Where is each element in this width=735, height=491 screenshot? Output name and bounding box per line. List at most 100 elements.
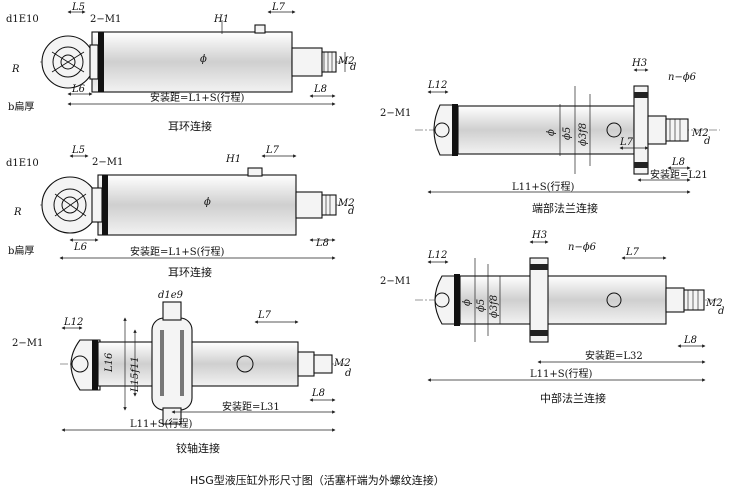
label-install: 安装距=L32	[585, 349, 643, 362]
cylinder-barrel	[459, 275, 667, 325]
rod-thread	[665, 118, 689, 142]
rod-gland	[297, 351, 315, 377]
label-l7: L7	[271, 2, 286, 13]
middle-flange	[529, 257, 549, 343]
label-h3: H3	[531, 230, 547, 241]
label-2m1: 2−M1	[380, 276, 411, 287]
view-ear-ring-1: d1E10 L5 2−M1 H1 L7 R L6 b扁厚 ϕ M2 d L8 安…	[6, 2, 356, 133]
label-2m1: 2−M1	[12, 338, 43, 349]
label-phi5: ϕ5	[562, 127, 573, 140]
label-phi: ϕ	[546, 129, 557, 136]
label-l7: L7	[257, 310, 272, 321]
port-circle	[71, 355, 89, 373]
label-2m1: 2−M1	[92, 157, 123, 168]
label-l16: L16	[104, 352, 115, 373]
ear-pin	[60, 54, 76, 70]
label-install: 安装距=L1+S(行程)	[150, 91, 245, 104]
label-phi5: ϕ5	[476, 299, 487, 312]
ear-bore	[52, 46, 84, 78]
label-2m1: 2−M1	[90, 14, 121, 25]
label-b-thick: b扁厚	[8, 244, 34, 257]
label-l8: L8	[683, 335, 697, 346]
end-band	[102, 175, 108, 235]
port-circle	[606, 292, 622, 308]
rod-thread	[321, 51, 337, 73]
label-l7: L7	[265, 145, 280, 156]
label-l5: L5	[71, 2, 85, 13]
label-m2: M2	[337, 198, 355, 209]
trunnion-pin-top	[162, 301, 182, 321]
label-l8: L8	[671, 157, 685, 168]
label-2m1: 2−M1	[380, 108, 411, 119]
label-m2: M2	[691, 128, 709, 139]
label-l12: L12	[63, 317, 83, 328]
label-l8: L8	[315, 238, 329, 249]
label-l7: L7	[625, 247, 640, 258]
label-h1: H1	[225, 154, 241, 165]
ear-bore	[53, 188, 87, 222]
label-l6: L6	[73, 242, 88, 253]
view-caption: 铰轴连接	[176, 441, 220, 455]
label-r: R	[13, 207, 22, 218]
label-d1e10: d1E10	[6, 158, 39, 169]
view-caption: 耳环连接	[168, 120, 212, 133]
cylinder-barrel	[91, 31, 293, 93]
port-circle	[434, 292, 450, 308]
end-band	[98, 32, 104, 92]
label-phi3f8: ϕ3f8	[578, 123, 589, 146]
label-phi3f8: ϕ3f8	[489, 295, 500, 318]
label-l8: L8	[311, 388, 325, 399]
main-title: HSG型液压缸外形尺寸图（活塞杆端为外螺纹连接）	[190, 473, 445, 487]
label-m2: M2	[333, 358, 351, 369]
label-d1e10: d1E10	[6, 14, 39, 25]
rod-thread	[683, 289, 705, 311]
cylinder-barrel	[97, 174, 297, 236]
oil-port	[247, 167, 263, 177]
label-l12: L12	[427, 250, 447, 261]
label-install: 安装距=L1+S(行程)	[130, 245, 225, 258]
label-install: 安装距=L31	[222, 400, 280, 413]
view-caption: 中部法兰连接	[540, 391, 606, 405]
label-r: R	[11, 64, 20, 75]
label-d: d	[350, 62, 356, 73]
trunnion-block	[151, 317, 193, 411]
label-d: d	[345, 368, 351, 379]
view-trunnion: d1e9 L12 2−M1 L16 L15f11 L7 M2 d L8 安装距=…	[12, 290, 351, 455]
label-total: L11+S(行程)	[530, 367, 592, 380]
label-l6: L6	[71, 84, 86, 95]
view-end-flange: L12 H3 n−ϕ6 2−M1 ϕ ϕ5 ϕ3f8 L7 M2 d L8 安装…	[380, 58, 720, 215]
label-l15f11: L15f11	[130, 356, 141, 393]
view-mid-flange: L12 H3 n−ϕ6 2−M1 ϕ ϕ5 ϕ3f8 L7 M2 d L8 安装…	[380, 230, 724, 405]
label-m2: M2	[705, 298, 723, 309]
rod-gland	[665, 287, 685, 313]
rod-gland	[647, 115, 667, 145]
port-circle	[606, 122, 622, 138]
label-m2: M2	[337, 56, 355, 67]
port-circle	[434, 122, 450, 138]
view-caption: 端部法兰连接	[532, 201, 598, 215]
oil-port	[254, 24, 266, 34]
label-n-phi6: n−ϕ6	[568, 242, 597, 253]
rod-gland	[295, 191, 323, 219]
label-h1: H1	[213, 14, 229, 25]
cap-end	[434, 275, 457, 325]
label-total: L11+S(行程)	[512, 180, 574, 193]
cap-end	[433, 104, 456, 156]
label-l12: L12	[427, 80, 447, 91]
rod-gland	[291, 47, 323, 77]
label-l5: L5	[71, 145, 85, 156]
label-total: L11+S(行程)	[130, 417, 192, 430]
cylinder-barrel	[457, 105, 635, 155]
rod-thread	[321, 194, 337, 216]
label-d: d	[348, 206, 354, 217]
label-n-phi6: n−ϕ6	[668, 72, 697, 83]
end-flange	[633, 85, 649, 175]
view-caption: 耳环连接	[168, 266, 212, 279]
label-l7: L7	[619, 137, 634, 148]
label-install: 安装距=L21	[650, 168, 708, 181]
rod-thread	[313, 354, 333, 374]
label-phi: ϕ	[200, 54, 207, 65]
ear-pin	[61, 196, 79, 214]
view-ear-ring-2: d1E10 L5 2−M1 H1 L7 R L6 b扁厚 ϕ M2 d L8 安…	[6, 145, 355, 279]
